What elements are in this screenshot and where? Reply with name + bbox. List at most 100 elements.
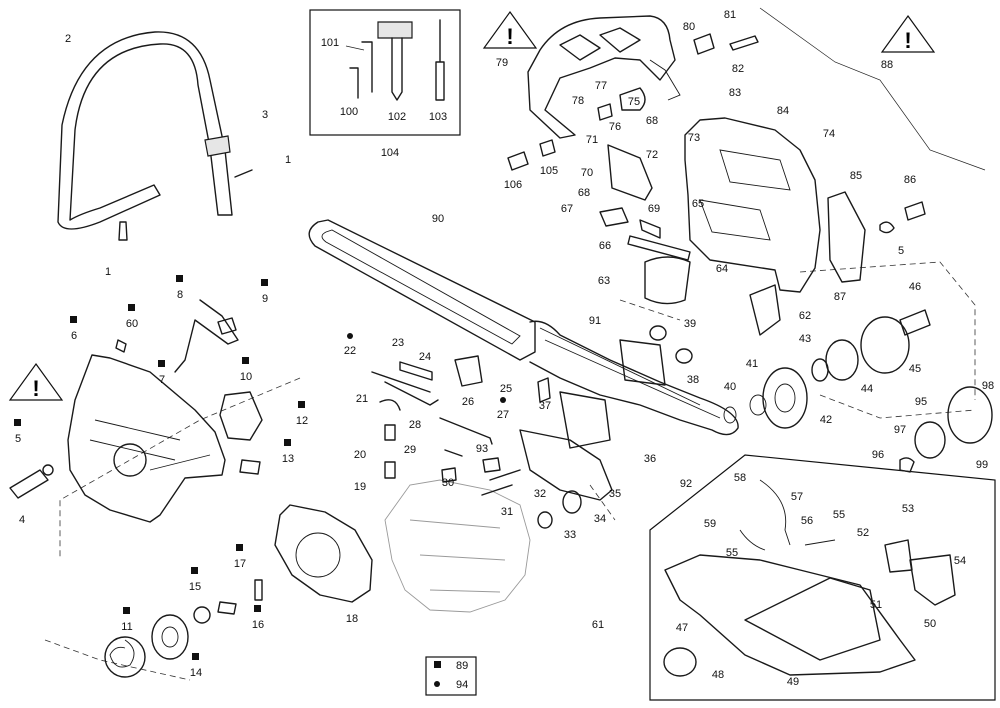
part-number: 1 bbox=[285, 154, 291, 166]
part-number: 40 bbox=[724, 381, 736, 393]
rear-handle bbox=[527, 15, 681, 139]
part-number: 104 bbox=[381, 147, 399, 159]
part-number: 68 bbox=[646, 115, 658, 127]
part-number: 16 bbox=[252, 619, 264, 631]
part-number: 6 bbox=[71, 330, 77, 342]
part-callout: 52 bbox=[857, 527, 869, 539]
svg-text:!: ! bbox=[904, 28, 911, 53]
part-callout: 4 bbox=[19, 514, 25, 526]
square-marker-icon bbox=[176, 275, 183, 282]
guide-bar bbox=[308, 219, 536, 361]
part-callout: 72 bbox=[646, 149, 658, 161]
handle-housing-group bbox=[649, 454, 996, 701]
part-callout: 31 bbox=[501, 506, 513, 518]
part-callout: 73 bbox=[688, 132, 700, 144]
part-number: 79 bbox=[496, 57, 508, 69]
part-number: 25 bbox=[500, 383, 512, 395]
tool-kit-box bbox=[309, 9, 461, 136]
square-marker-icon bbox=[254, 605, 261, 612]
part-number: 100 bbox=[340, 106, 358, 118]
part-callout: 64 bbox=[716, 263, 728, 275]
part-callout: 1 bbox=[105, 266, 111, 278]
square-marker-icon bbox=[158, 360, 165, 367]
part-number: 43 bbox=[799, 333, 811, 345]
part-callout: 79 bbox=[496, 57, 508, 69]
part-number: 83 bbox=[729, 87, 741, 99]
part-callout: 104 bbox=[381, 147, 399, 159]
part-callout: 18 bbox=[346, 613, 358, 625]
part-callout: 105 bbox=[540, 165, 558, 177]
part-number: 8 bbox=[177, 289, 183, 301]
part-callout: 69 bbox=[648, 203, 660, 215]
part-number: 44 bbox=[861, 383, 873, 395]
warning-icon: ! bbox=[880, 14, 936, 53]
part-callout: 63 bbox=[598, 275, 610, 287]
part-number: 86 bbox=[904, 174, 916, 186]
legend-row: 94 bbox=[434, 679, 468, 691]
part-callout: 68 bbox=[646, 115, 658, 127]
fan-housing bbox=[274, 504, 373, 603]
part-number: 98 bbox=[982, 380, 994, 392]
part-callout: 41 bbox=[746, 358, 758, 370]
part-number: 81 bbox=[724, 9, 736, 21]
legend: 89 94 bbox=[425, 656, 477, 696]
part-number: 66 bbox=[599, 240, 611, 252]
part-callout: 49 bbox=[787, 676, 799, 688]
part-number: 87 bbox=[834, 291, 846, 303]
part-number: 76 bbox=[609, 121, 621, 133]
square-marker-icon bbox=[123, 607, 130, 614]
part-callout: 51 bbox=[870, 599, 882, 611]
part-callout: 38 bbox=[687, 374, 699, 386]
part-number: 3 bbox=[262, 109, 268, 121]
part-number: 4 bbox=[19, 514, 25, 526]
part-number: 82 bbox=[732, 63, 744, 75]
part-callout: 97 bbox=[894, 424, 906, 436]
part-callout: 28 bbox=[409, 419, 421, 431]
part-number: 29 bbox=[404, 444, 416, 456]
part-callout: 57 bbox=[791, 491, 803, 503]
part-number: 75 bbox=[628, 96, 640, 108]
part-number: 51 bbox=[870, 599, 882, 611]
part-number: 5 bbox=[15, 433, 21, 445]
part-number: 42 bbox=[820, 414, 832, 426]
part-number: 95 bbox=[915, 396, 927, 408]
engine-housing bbox=[684, 117, 866, 293]
part-callout: 58 bbox=[734, 472, 746, 484]
dot-marker-icon bbox=[347, 333, 353, 339]
clutch-assembly bbox=[723, 309, 993, 459]
part-number: 20 bbox=[354, 449, 366, 461]
part-callout: 42 bbox=[820, 414, 832, 426]
warning-icon: ! bbox=[8, 362, 64, 401]
part-number: 59 bbox=[704, 518, 716, 530]
part-number: 92 bbox=[680, 478, 692, 490]
part-callout: 9 bbox=[261, 279, 268, 305]
part-number: 71 bbox=[586, 134, 598, 146]
part-callout: 91 bbox=[589, 315, 601, 327]
part-number: 22 bbox=[344, 345, 356, 357]
part-number: 47 bbox=[676, 622, 688, 634]
part-callout: 55 bbox=[833, 509, 845, 521]
part-number: 45 bbox=[909, 363, 921, 375]
part-callout: 59 bbox=[704, 518, 716, 530]
part-callout: 82 bbox=[732, 63, 744, 75]
part-callout: 44 bbox=[861, 383, 873, 395]
part-number: 30 bbox=[442, 477, 454, 489]
dot-marker-icon bbox=[500, 397, 506, 403]
part-number: 62 bbox=[799, 310, 811, 322]
part-number: 39 bbox=[684, 318, 696, 330]
part-callout: 39 bbox=[684, 318, 696, 330]
svg-text:!: ! bbox=[506, 24, 513, 49]
part-callout: 92 bbox=[680, 478, 692, 490]
part-number: 74 bbox=[823, 128, 835, 140]
part-number: 19 bbox=[354, 481, 366, 493]
part-number: 55 bbox=[833, 509, 845, 521]
saw-chain bbox=[529, 320, 739, 436]
part-number: 1 bbox=[105, 266, 111, 278]
part-callout: 3 bbox=[262, 109, 268, 121]
part-number: 55 bbox=[726, 547, 738, 559]
part-callout: 35 bbox=[609, 488, 621, 500]
part-callout: 43 bbox=[799, 333, 811, 345]
part-callout: 80 bbox=[683, 21, 695, 33]
part-callout: 90 bbox=[432, 213, 444, 225]
